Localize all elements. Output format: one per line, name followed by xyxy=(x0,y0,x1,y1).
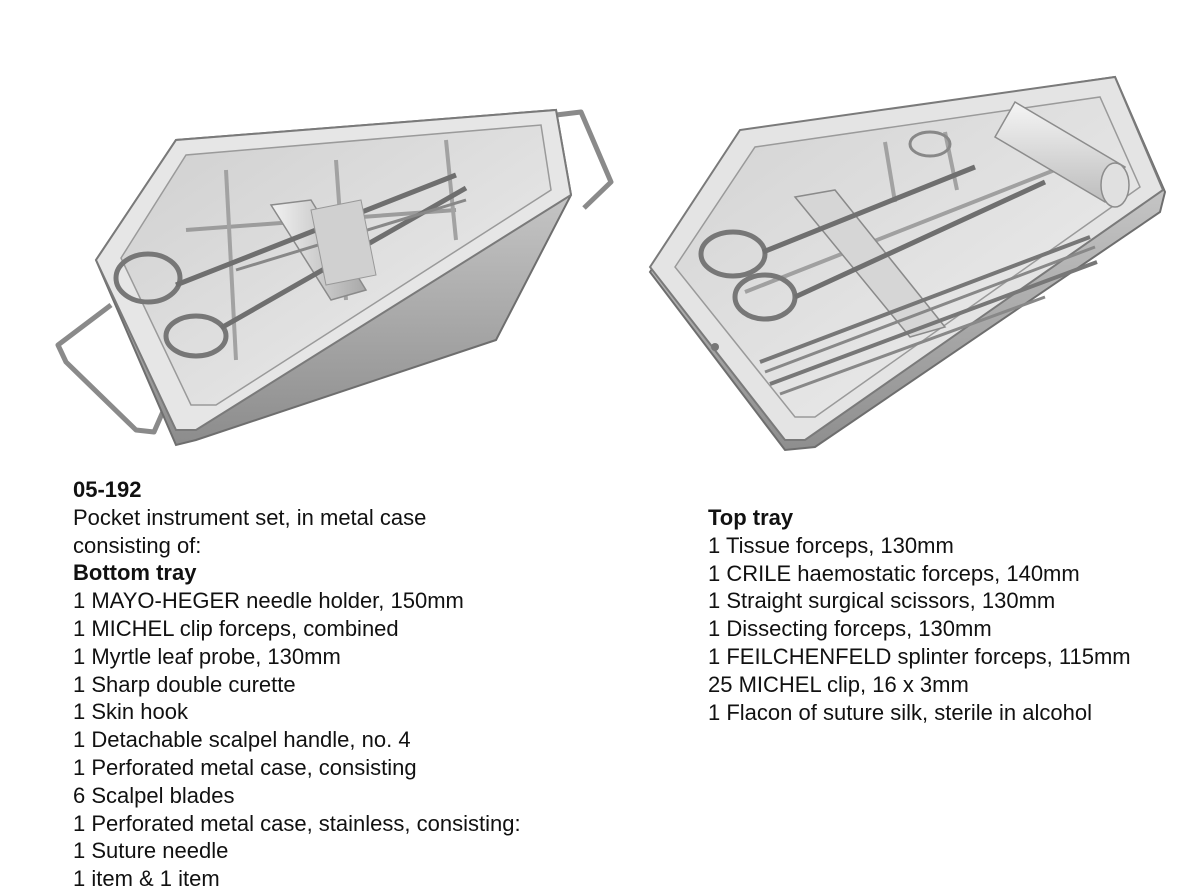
list-item: 1 Straight surgical scissors, 130mm xyxy=(708,588,1056,614)
list-item: 1 FEILCHENFELD splinter forceps, 115mm xyxy=(708,643,1131,669)
list-item: 1 Tissue forceps, 130mm xyxy=(708,532,954,558)
list-item: 1 Detachable scalpel handle, no. 4 xyxy=(73,727,411,753)
bottom-tray-heading: Bottom tray xyxy=(73,560,197,586)
list-item: 1 Suture needle xyxy=(73,838,229,864)
product-code: 05-192 xyxy=(73,477,142,502)
bottom-tray-photo xyxy=(36,100,616,450)
list-item: 1 MICHEL clip forceps, combined xyxy=(73,615,399,641)
bottom-tray-description: 05-192 Pocket instrument set, in metal c… xyxy=(73,476,633,893)
top-tray-heading: Top tray xyxy=(708,505,794,530)
list-item: 1 Sharp double curette xyxy=(73,671,296,697)
list-item: 1 Flacon of suture silk, sterile in alco… xyxy=(708,699,1092,725)
list-item: 1 item & 1 item xyxy=(73,866,220,892)
list-item: 1 Myrtle leaf probe, 130mm xyxy=(73,643,341,669)
list-item: 1 MAYO-HEGER needle holder, 150mm xyxy=(73,588,464,614)
list-item: 1 Perforated metal case, consisting xyxy=(73,754,417,780)
list-item: 1 Perforated metal case, stainless, cons… xyxy=(73,810,521,836)
list-item: 1 Skin hook xyxy=(73,699,188,725)
top-tray-description: Top tray 1 Tissue forceps, 130mm 1 CRILE… xyxy=(708,504,1188,726)
list-item: 6 Scalpel blades xyxy=(73,782,235,808)
list-item: 1 CRILE haemostatic forceps, 140mm xyxy=(708,560,1080,586)
list-item: 25 MICHEL clip, 16 x 3mm xyxy=(708,671,969,697)
product-description-line: Pocket instrument set, in metal case xyxy=(73,504,427,530)
product-description-line: consisting of: xyxy=(73,532,202,558)
list-item: 1 Dissecting forceps, 130mm xyxy=(708,616,992,642)
top-tray-photo xyxy=(645,72,1175,452)
